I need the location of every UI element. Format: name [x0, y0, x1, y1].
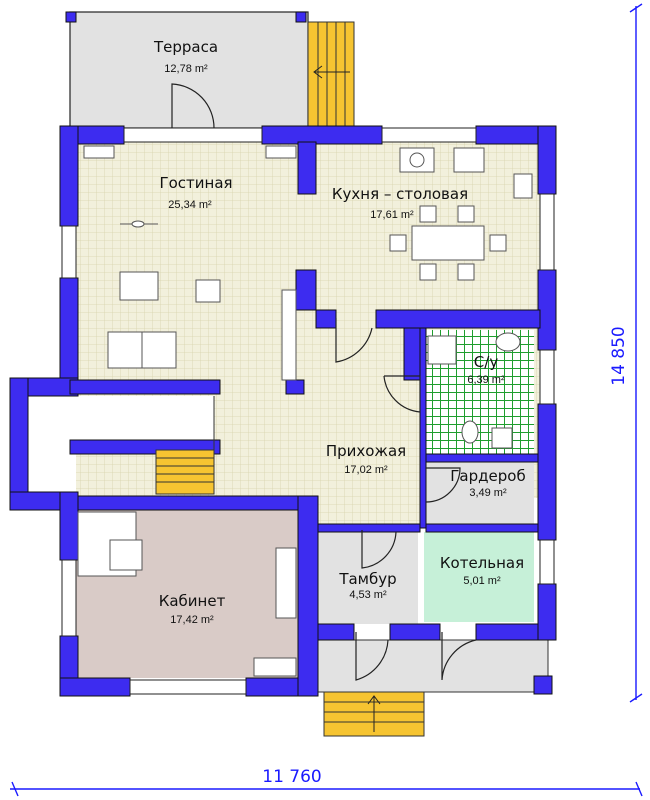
svg-text:17,02 m²: 17,02 m² — [344, 464, 388, 476]
svg-text:Кухня – столовая: Кухня – столовая — [332, 185, 468, 203]
svg-text:Гостиная: Гостиная — [159, 174, 232, 192]
doors[interactable] — [335, 318, 477, 681]
room-label-study: Кабинет 17,42 m² — [159, 592, 226, 626]
svg-text:Кабинет: Кабинет — [159, 592, 226, 610]
svg-text:Прихожая: Прихожая — [326, 442, 406, 460]
svg-text:3,49 m²: 3,49 m² — [469, 487, 507, 499]
room-label-terrace: Терраса 12,78 m² — [153, 38, 218, 75]
svg-text:14 850: 14 850 — [609, 326, 629, 385]
entrance-stairs — [323, 691, 425, 737]
svg-text:11 760: 11 760 — [262, 767, 321, 787]
room-label-boiler: Котельная 5,01 m² — [440, 554, 524, 587]
svg-text:Гардероб: Гардероб — [450, 467, 525, 485]
porch-floor — [317, 639, 549, 693]
terrace-stairs — [307, 21, 355, 127]
svg-text:Терраса: Терраса — [153, 38, 218, 56]
room-label-wardrobe: Гардероб 3,49 m² — [450, 467, 525, 499]
room-label-living: Гостиная 25,34 m² — [159, 174, 232, 211]
dimension-width: 11 760 — [10, 767, 643, 797]
interior-walls — [77, 141, 541, 641]
svg-text:5,01 m²: 5,01 m² — [463, 575, 501, 587]
furniture — [77, 145, 533, 677]
svg-text:17,61 m²: 17,61 m² — [370, 209, 414, 221]
vestibule-floor — [318, 532, 418, 624]
svg-text:4,53 m²: 4,53 m² — [349, 589, 387, 601]
svg-text:Тамбур: Тамбур — [338, 570, 396, 588]
walls — [9, 125, 557, 697]
svg-text:Котельная: Котельная — [440, 554, 524, 572]
boiler-floor — [424, 532, 534, 622]
room-label-vestibule: Тамбур 4,53 m² — [338, 570, 396, 601]
svg-text:С/у: С/у — [474, 353, 499, 371]
svg-text:17,42 m²: 17,42 m² — [170, 614, 214, 626]
interior-stairs — [155, 396, 215, 495]
room-label-kitchen: Кухня – столовая 17,61 m² — [332, 185, 468, 221]
terrace-door[interactable] — [171, 83, 215, 129]
dimension-height: 14 850 — [609, 3, 643, 703]
windows — [61, 127, 555, 695]
wardrobe-floor — [424, 462, 534, 524]
svg-text:12,78 m²: 12,78 m² — [164, 63, 208, 75]
room-label-bathroom: С/у 6,39 m² — [467, 353, 505, 386]
room-label-hallway: Прихожая 17,02 m² — [326, 442, 406, 476]
svg-text:25,34 m²: 25,34 m² — [168, 199, 212, 211]
svg-text:6,39 m²: 6,39 m² — [467, 374, 505, 386]
terrace — [65, 11, 309, 129]
